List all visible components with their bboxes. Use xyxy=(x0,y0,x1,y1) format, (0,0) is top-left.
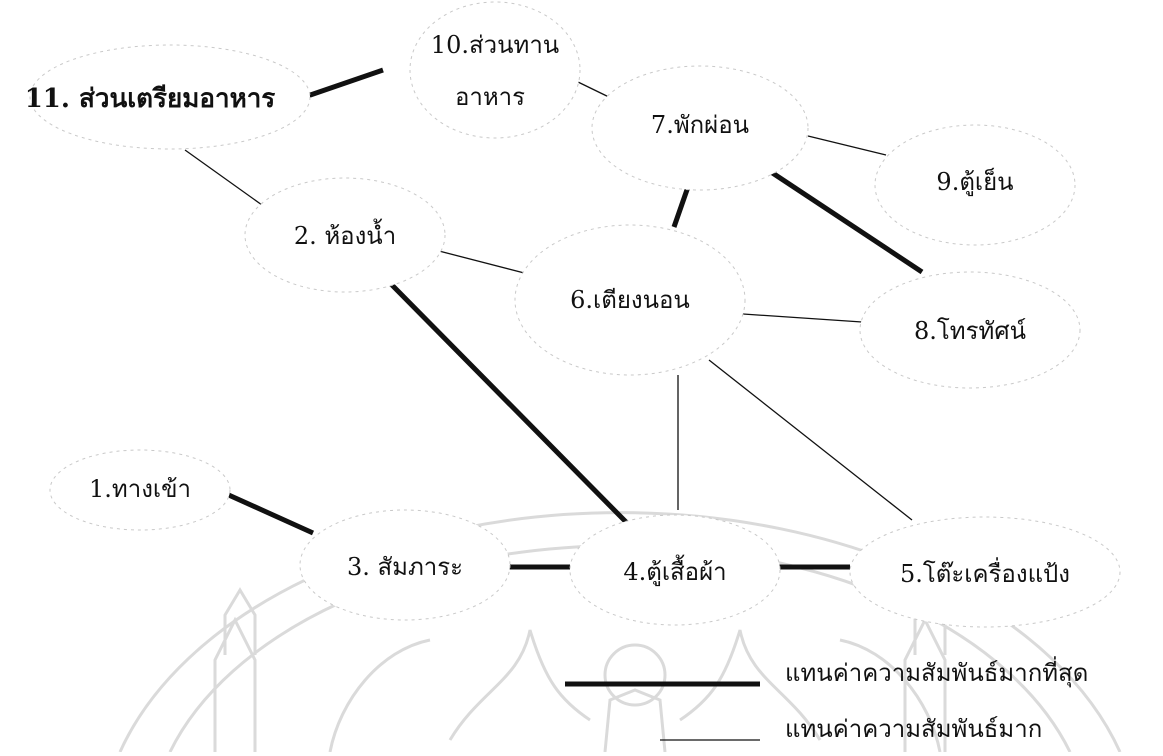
node-label: 1.ทางเข้า xyxy=(89,475,191,503)
node-ellipse xyxy=(849,516,1121,628)
edge-n2-n4 xyxy=(388,281,629,525)
node-ellipse xyxy=(874,124,1076,246)
node-label: 11. ส่วนเตรียมอาหาร xyxy=(25,84,276,114)
node-label: 5.โต๊ะเครื่องแป้ง xyxy=(900,557,1070,588)
edge-n6-n8 xyxy=(742,313,863,323)
node-ellipse xyxy=(409,1,581,139)
node-n7: 7.พักผ่อน xyxy=(591,65,809,191)
node-label: 2. ห้องน้ำ xyxy=(294,218,396,250)
node-label: 8.โทรทัศน์ xyxy=(914,317,1026,345)
edge-n1-n3 xyxy=(220,489,315,536)
edge-n7-n6 xyxy=(671,183,692,228)
edge-n6-n5 xyxy=(708,359,913,521)
node-label-line1: 10.ส่วนทาน xyxy=(431,31,559,59)
node-ellipse xyxy=(859,271,1081,389)
node-n9: 9.ตู้เย็น xyxy=(874,124,1076,246)
node-label: 9.ตู้เย็น xyxy=(936,167,1013,197)
node-ellipse xyxy=(591,65,809,191)
node-n5: 5.โต๊ะเครื่องแป้ง xyxy=(849,516,1121,628)
node-ellipse xyxy=(29,44,311,150)
edge-n2-n6 xyxy=(438,250,533,276)
node-n6: 6.เตียงนอน xyxy=(514,224,746,376)
node-n4: 4.ตู้เสื้อผ้า xyxy=(569,514,781,626)
legend: แทนค่าความสัมพันธ์มากที่สุด แทนค่าความสั… xyxy=(565,656,1088,743)
node-n8: 8.โทรทัศน์ xyxy=(859,271,1081,389)
node-ellipse xyxy=(49,449,231,531)
node-label: 3. สัมภาระ xyxy=(347,553,463,581)
node-label: 4.ตู้เสื้อผ้า xyxy=(623,554,726,587)
legend-strong-label: แทนค่าความสัมพันธ์มาก xyxy=(785,715,1042,743)
node-n2: 2. ห้องน้ำ xyxy=(244,177,446,293)
node-label-line2: อาหาร xyxy=(455,83,525,111)
node-label: 6.เตียงนอน xyxy=(570,286,690,314)
node-ellipse xyxy=(569,514,781,626)
node-n3: 3. สัมภาระ xyxy=(299,509,511,621)
node-ellipse xyxy=(299,509,511,621)
edge-n7-n8 xyxy=(766,167,924,275)
legend-strongest-label: แทนค่าความสัมพันธ์มากที่สุด xyxy=(785,656,1088,688)
edge-n11-n2 xyxy=(184,149,263,206)
node-n11: 11. ส่วนเตรียมอาหาร xyxy=(25,44,311,150)
node-ellipse xyxy=(514,224,746,376)
edge-n7-n9 xyxy=(807,135,887,156)
node-n1: 1.ทางเข้า xyxy=(49,449,231,531)
node-ellipse xyxy=(244,177,446,293)
node-label: 7.พักผ่อน xyxy=(651,111,749,139)
